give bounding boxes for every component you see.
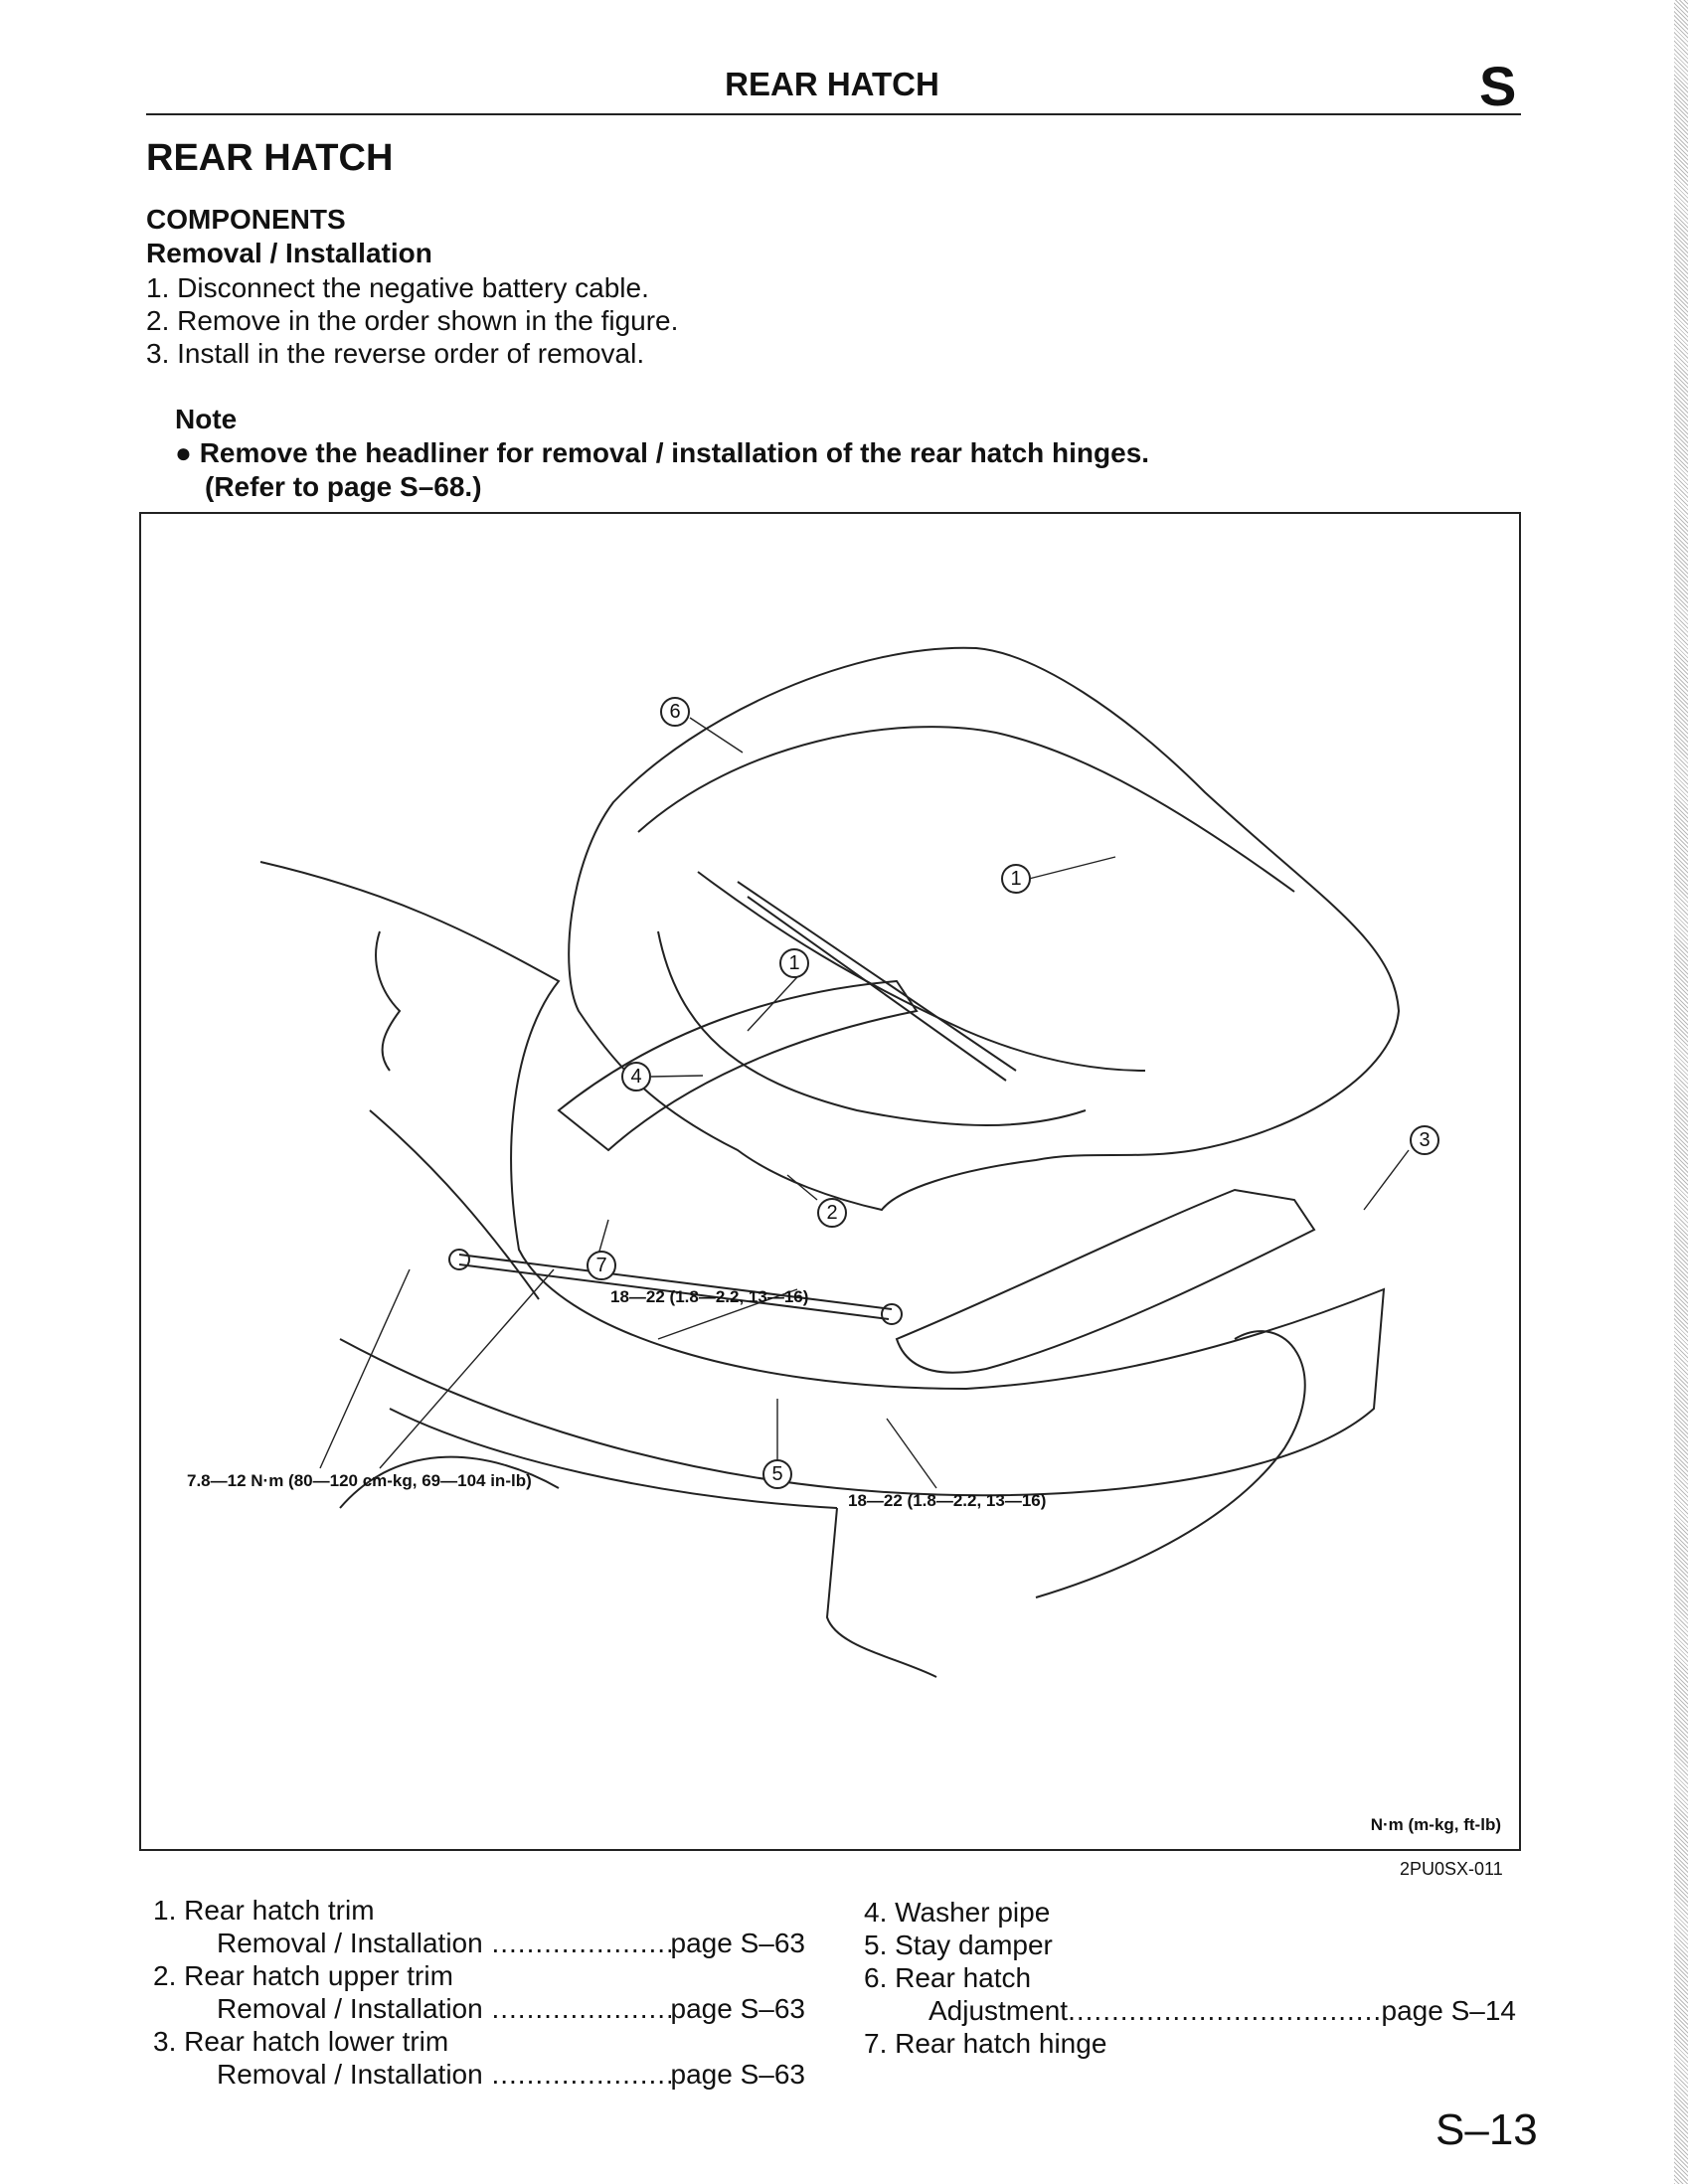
callout-6: 6 [660, 697, 690, 727]
section-letter: S [1479, 55, 1517, 117]
ref-label: Adjustment [928, 1995, 1069, 2026]
figure-id: 2PU0SX-011 [1400, 1859, 1503, 1879]
leader-dots: ........................................… [491, 1993, 670, 2024]
torque-label-damper: 18—22 (1.8—2.2, 13—16) [848, 1491, 1047, 1510]
step-1: 1. Disconnect the negative battery cable… [146, 272, 649, 303]
page-ref: page S–14 [1381, 1995, 1516, 2026]
legend-item-2: 2. Rear hatch upper trim [153, 1960, 453, 1991]
step-3: 3. Install in the reverse order of remov… [146, 338, 645, 369]
stay-damper [458, 1254, 893, 1320]
components-heading: COMPONENTS [146, 204, 346, 235]
rear-hatch-hinge [375, 930, 402, 1072]
torque-label-bolt: 7.8—12 N·m (80—120 cm-kg, 69—104 in-lb) [187, 1471, 532, 1490]
rear-hatch-exploded-diagram [259, 646, 1410, 1678]
note-ref: (Refer to page S–68.) [205, 471, 482, 502]
callout-5: 5 [762, 1459, 792, 1489]
legend-item-5: 5. Stay damper [864, 1930, 1053, 1960]
legend-ref-3: Removal / Installation .................… [217, 2059, 805, 2091]
legend-ref-2: Removal / Installation .................… [217, 1993, 805, 2025]
callout-3: 3 [1410, 1125, 1439, 1155]
legend-item-7: 7. Rear hatch hinge [864, 2028, 1107, 2059]
callout-4: 4 [621, 1062, 651, 1092]
header-rule [146, 113, 1521, 115]
ref-label: Removal / Installation [217, 1928, 483, 1958]
ref-label: Removal / Installation [217, 1993, 483, 2024]
ref-label: Removal / Installation [217, 2059, 483, 2090]
callout-1a: 1 [1001, 864, 1031, 894]
note-text: Remove the headliner for removal / insta… [199, 437, 1150, 468]
torque-units: N·m (m-kg, ft-lb) [1370, 1815, 1501, 1834]
legend-item-1: 1. Rear hatch trim [153, 1895, 375, 1926]
rear-hatch-outline [568, 646, 1401, 1212]
note-bullet: ● Remove the headliner for removal / ins… [175, 437, 1149, 469]
torque-label-hinge: 18—22 (1.8—2.2, 13—16) [610, 1287, 809, 1306]
page-title: REAR HATCH [146, 137, 394, 179]
legend-item-6: 6. Rear hatch [864, 1962, 1032, 1993]
callout-7: 7 [587, 1251, 616, 1280]
legend-item-4: 4. Washer pipe [864, 1897, 1051, 1928]
figure-frame: 6 1 1 4 3 2 7 5 18—22 (1.8—2.2, 13—16) 7… [139, 512, 1521, 1851]
callout-2: 2 [817, 1198, 847, 1228]
step-2: 2. Remove in the order shown in the figu… [146, 305, 679, 336]
leader-dots: ........................................… [491, 1928, 670, 1958]
note-label: Note [175, 404, 238, 434]
scan-edge [1674, 0, 1688, 2184]
leader-dots: ........................................… [1068, 1995, 1382, 2026]
procedure-heading: Removal / Installation [146, 238, 432, 268]
legend-ref-6: Adjustment..............................… [928, 1995, 1516, 2027]
lower-trim [895, 1188, 1316, 1374]
page-ref: page S–63 [670, 2059, 805, 2090]
page-ref: page S–63 [670, 1993, 805, 2024]
leader-dots: ........................................… [491, 2059, 670, 2090]
upper-trim [557, 979, 919, 1152]
bullet-icon: ● [175, 437, 200, 468]
running-header-title: REAR HATCH [725, 66, 939, 102]
car-body-outline [259, 861, 1386, 1497]
legend-item-3: 3. Rear hatch lower trim [153, 2026, 449, 2057]
legend-ref-1: Removal / Installation .................… [217, 1928, 805, 1959]
page-ref: page S–63 [670, 1928, 805, 1958]
page-number: S–13 [1435, 2105, 1538, 2154]
callout-1b: 1 [779, 948, 809, 978]
